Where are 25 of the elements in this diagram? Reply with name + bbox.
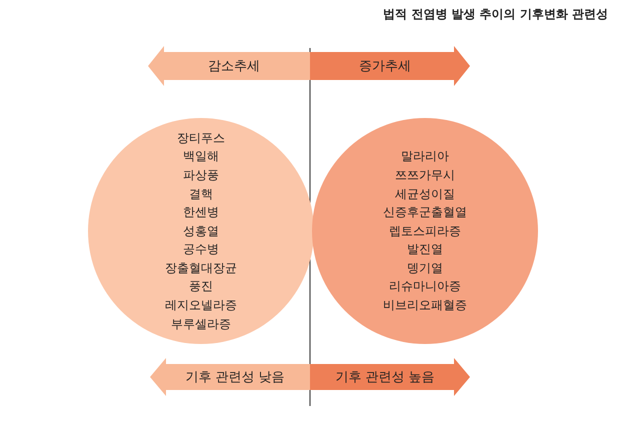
disease-name: 장티푸스 [177, 130, 225, 147]
disease-name: 신증후군출혈열 [383, 204, 467, 222]
disease-name: 뎅기열 [407, 260, 443, 277]
disease-name: 렙토스피라증 [389, 222, 461, 240]
disease-name: 한센병 [183, 204, 219, 222]
disease-name: 풍진 [189, 278, 213, 296]
trend-banner: 기후 관련성 높음 [310, 358, 470, 396]
disease-name: 파상풍 [183, 166, 219, 184]
disease-name: 말라리아 [401, 148, 449, 166]
disease-name: 장출혈대장균 [165, 260, 237, 277]
trend-banner: 기후 관련성 낮음 [150, 358, 310, 396]
disease-name: 성홍열 [183, 222, 219, 240]
disease-name: 공수병 [183, 241, 219, 258]
trend-banner: 증가추세 [310, 46, 470, 86]
trend-banner: 감소추세 [148, 46, 310, 86]
disease-name: 백일해 [183, 148, 219, 166]
disease-name: 세균성이질 [395, 186, 455, 203]
disease-name: 레지오넬라증 [165, 297, 237, 314]
disease-name: 발진열 [407, 241, 443, 258]
disease-name: 비브리오패혈증 [383, 297, 467, 314]
disease-name: 쯔쯔가무시 [395, 166, 455, 184]
disease-name: 부루셀라증 [171, 316, 231, 333]
diagram-title: 법적 전염병 발생 추이의 기후변화 관련성 [383, 6, 608, 23]
disease-name: 결핵 [189, 186, 213, 203]
disease-name: 리슈마니아증 [389, 278, 461, 296]
